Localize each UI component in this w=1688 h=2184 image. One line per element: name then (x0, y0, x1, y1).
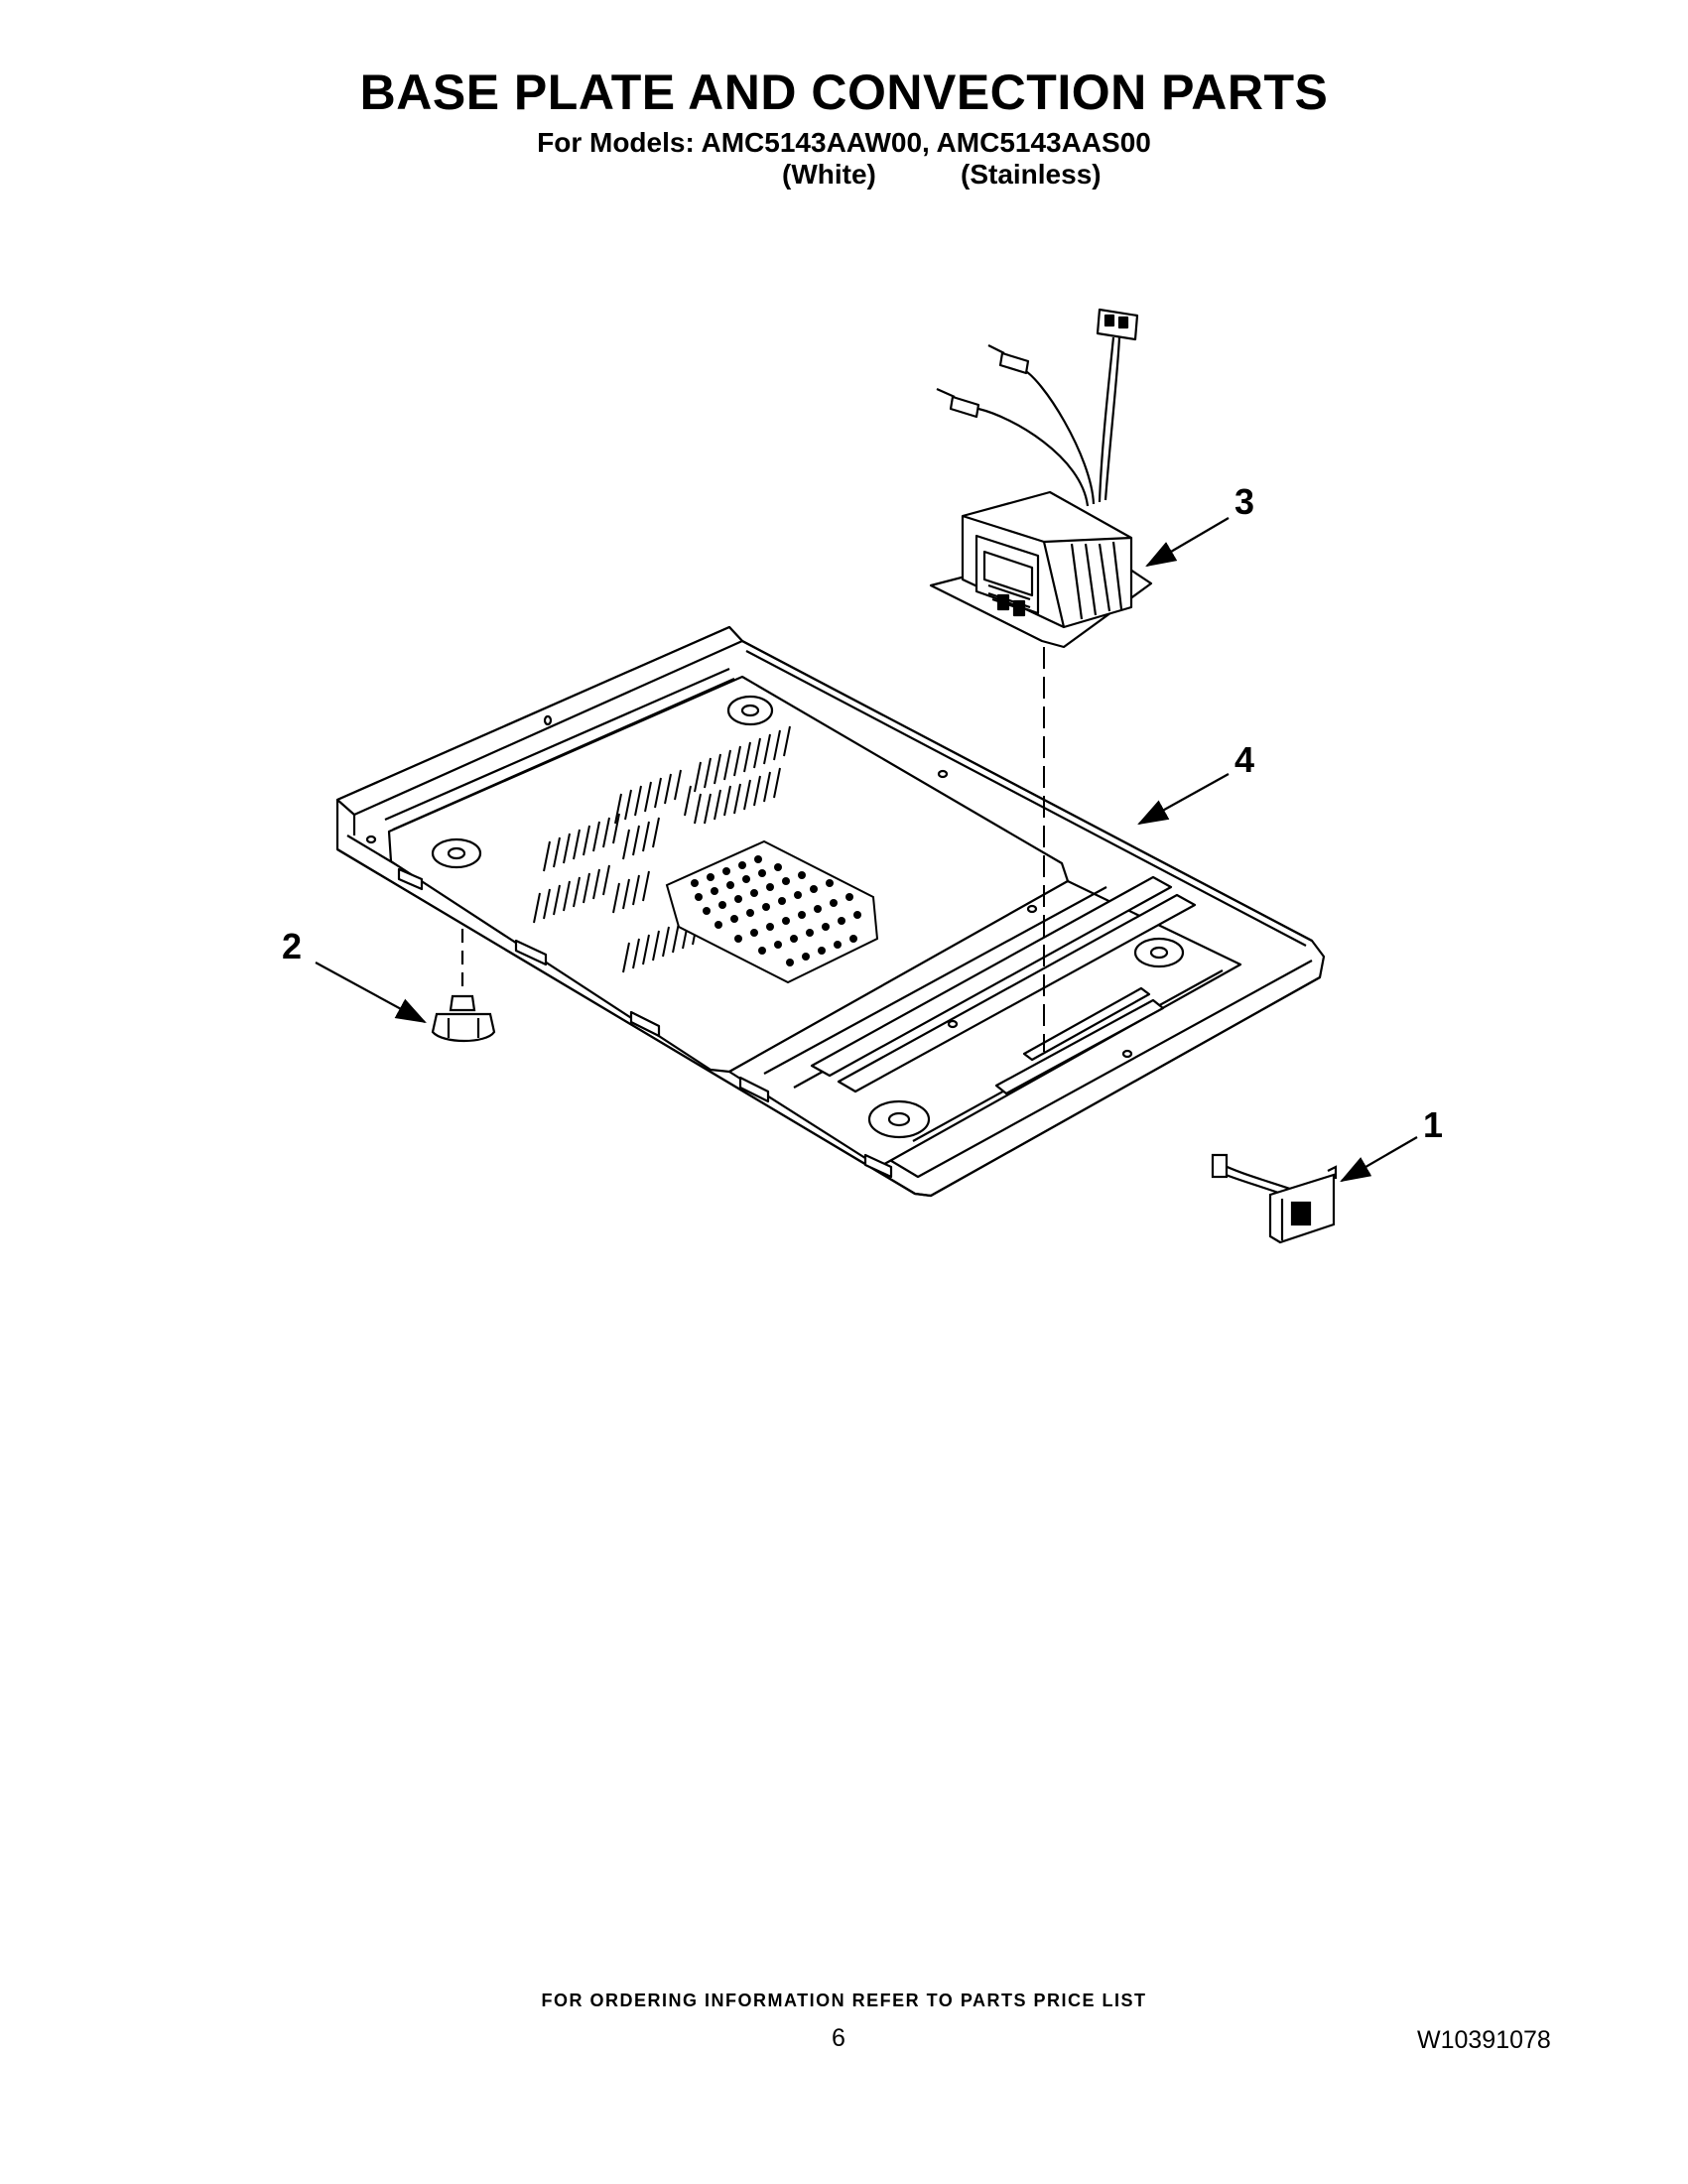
vent-louvers (533, 725, 791, 973)
document-number: W10391078 (1417, 2026, 1551, 2054)
rubber-foot (431, 929, 496, 1042)
variant-stainless-label: (Stainless) (961, 159, 1102, 190)
page-number: 6 (832, 2024, 845, 2052)
transformer (929, 308, 1153, 649)
ordering-note: FOR ORDERING INFORMATION REFER TO PARTS … (541, 1991, 1147, 2010)
models-line: For Models: AMC5143AAW00, AMC5143AAS00 (537, 127, 1151, 158)
convection-grille (665, 839, 879, 984)
variant-white-label: (White) (782, 159, 876, 190)
callout-number-3: 3 (1234, 481, 1254, 522)
page-title: BASE PLATE AND CONVECTION PARTS (359, 64, 1329, 120)
callout-arrows (315, 517, 1418, 1183)
callout-number-4: 4 (1234, 739, 1254, 780)
terminal-block (1211, 1153, 1338, 1244)
callout-number-1: 1 (1423, 1104, 1443, 1145)
callout-number-2: 2 (282, 926, 302, 966)
